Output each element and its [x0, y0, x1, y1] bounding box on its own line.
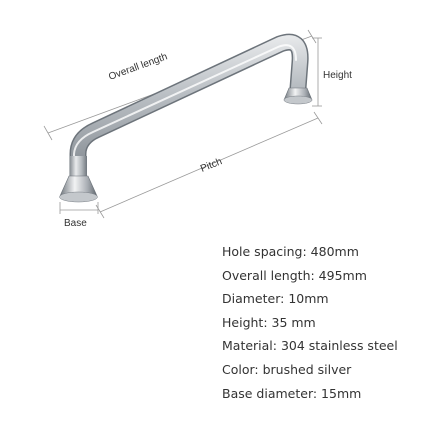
spec-height: Height: 35 mm	[222, 314, 316, 330]
spec-color: Color: brushed silver	[222, 361, 352, 377]
height-dimension	[312, 37, 322, 107]
spec-base-diameter: Base diameter: 15mm	[222, 385, 362, 401]
spec-material: Material: 304 stainless steel	[222, 338, 398, 354]
spec-hole-spacing: Hole spacing: 480mm	[222, 244, 359, 259]
base-label: Base	[64, 218, 87, 229]
height-label: Height	[323, 70, 352, 81]
pitch-label: Pitch	[199, 156, 224, 175]
right-base	[283, 87, 313, 105]
spec-diameter: Diameter: 10mm	[222, 291, 329, 307]
overall-length-label: Overall length	[107, 51, 169, 82]
handle-bar	[69, 33, 309, 185]
base-dimension	[59, 202, 99, 214]
left-base	[59, 156, 98, 203]
specification-list: Hole spacing: 480mm Overall length: 495m…	[222, 240, 398, 405]
spec-overall-length: Overall length: 495mm	[222, 267, 367, 283]
pitch-dimension	[95, 111, 323, 219]
